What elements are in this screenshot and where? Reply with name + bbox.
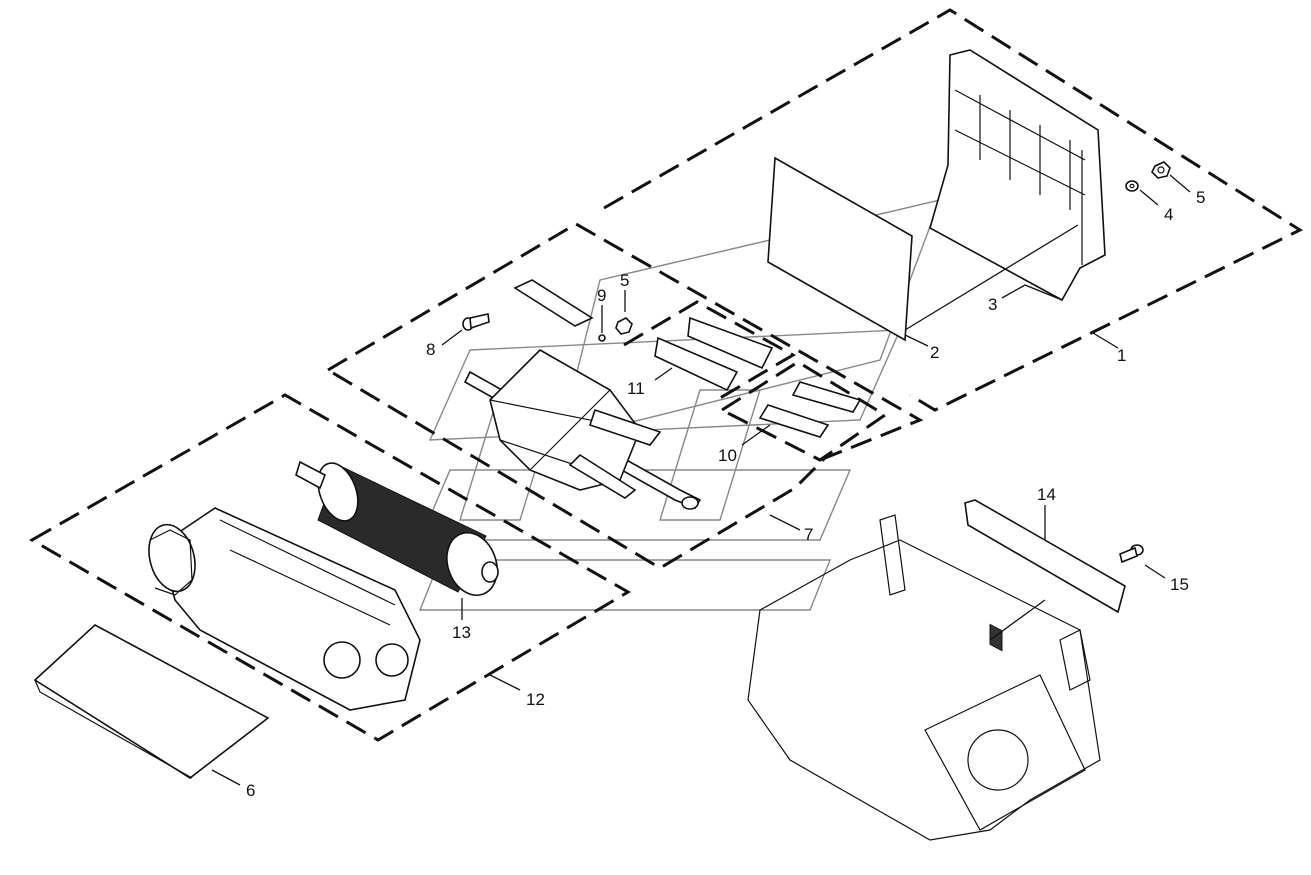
housing-part — [148, 507, 421, 711]
callout-8: 8 — [426, 340, 435, 359]
callout-13: 13 — [452, 623, 471, 642]
bracket-part — [513, 279, 594, 327]
roller-part — [295, 460, 499, 596]
knife-part-11 — [654, 316, 774, 392]
group-boundary-1 — [603, 8, 1304, 412]
leader-lines — [211, 174, 1191, 786]
callout-2: 2 — [930, 343, 939, 362]
callout-14: 14 — [1037, 485, 1056, 504]
callout-4: 4 — [1164, 205, 1173, 224]
callout-6: 6 — [246, 781, 255, 800]
callout-1: 1 — [1117, 346, 1126, 365]
callout-12: 12 — [526, 690, 545, 709]
callout-5b: 5 — [620, 271, 629, 290]
rotor-part — [463, 349, 702, 510]
callout-9: 9 — [597, 286, 606, 305]
washer-part — [1125, 180, 1139, 192]
callout-5a: 5 — [1196, 188, 1205, 207]
small-washer-part — [598, 334, 606, 342]
strip-part — [964, 499, 1126, 614]
nut-part — [1151, 161, 1171, 179]
plate-part — [767, 156, 913, 342]
group-boundary-10 — [718, 360, 888, 462]
group-boundary-11 — [623, 300, 797, 400]
callout-7: 7 — [804, 525, 813, 544]
callout-15: 15 — [1170, 575, 1189, 594]
machine-housing — [747, 514, 1101, 841]
cover-part — [33, 624, 270, 779]
group-boundary-12 — [28, 393, 631, 742]
callout-3: 3 — [988, 295, 997, 314]
screw-part — [1119, 544, 1144, 564]
small-nut-part — [615, 317, 633, 335]
callout-11: 11 — [627, 379, 645, 398]
flap-frame-part — [929, 49, 1106, 652]
knife-part-10 — [758, 381, 862, 438]
bolt-part — [462, 313, 490, 331]
callout-10: 10 — [718, 446, 737, 465]
